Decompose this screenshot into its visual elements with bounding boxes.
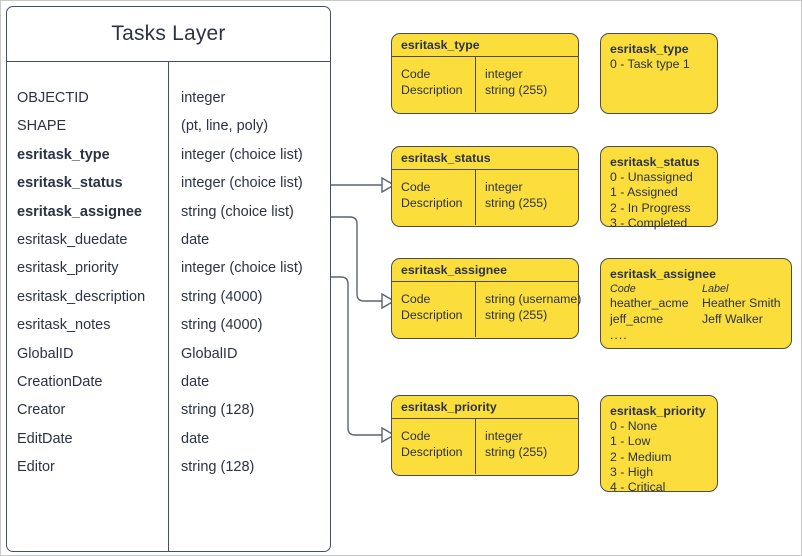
entity-field-type: date	[181, 430, 210, 447]
field-name: Code	[401, 67, 431, 81]
field-name: Description	[401, 444, 463, 459]
domain-esritask-assignee[interactable]: esritask_assignee Code Label heather_acm…	[600, 258, 792, 349]
field-type: string (255)	[485, 307, 548, 322]
table-header-esritask-priority: esritask_priority	[392, 396, 578, 419]
domain-value: 0 - Unassigned	[610, 170, 693, 184]
entity-field-name: SHAPE	[17, 118, 67, 135]
entity-field-type: string (4000)	[181, 317, 263, 334]
domain-value-label: Heather Smith	[702, 296, 781, 310]
domain-value: 0 - Task type 1	[610, 57, 690, 71]
table-esritask-priority[interactable]: esritask_priority Code Description integ…	[391, 395, 579, 476]
table-esritask-status[interactable]: esritask_status Code Description integer…	[391, 146, 579, 227]
entity-field-name: esritask_priority	[17, 260, 119, 277]
field-name: Code	[401, 292, 431, 306]
entity-field-type: string (128)	[181, 459, 255, 476]
domain-value: 1 - Assigned	[610, 185, 678, 200]
entity-field-type-column: integer (pt, line, poly) integer (choice l…	[169, 62, 330, 551]
entity-field-name: esritask_notes	[17, 317, 111, 334]
table-field-column: Code Description	[392, 57, 476, 112]
field-type: string (255)	[485, 444, 548, 459]
entity-field-name: esritask_duedate	[17, 231, 128, 248]
entity-field-name: esritask_status	[17, 175, 123, 192]
field-type: string (255)	[485, 195, 548, 210]
domain-title: esritask_assignee	[610, 267, 716, 281]
entity-field-type: integer (choice list)	[181, 260, 303, 277]
field-name: Code	[401, 429, 431, 443]
domain-more-indicator: ....	[610, 328, 628, 343]
table-columns: Code Description integer string (255)	[392, 57, 578, 112]
entity-field-name: CreationDate	[17, 373, 103, 390]
domain-title: esritask_status	[610, 155, 700, 169]
table-field-column: Code Description	[392, 419, 476, 474]
domain-value: 2 - Medium	[610, 449, 672, 464]
entity-field-name-column: OBJECTID SHAPE esritask_type esritask_statu…	[7, 62, 169, 551]
field-type: integer	[485, 180, 523, 194]
table-esritask-type[interactable]: esritask_type Code Description integer s…	[391, 33, 579, 114]
field-type: integer	[485, 429, 523, 443]
domain-esritask-type[interactable]: esritask_type 0 - Task type 1	[600, 33, 718, 114]
entity-field-type: integer	[181, 90, 226, 106]
table-type-column: integer string (255)	[476, 57, 578, 112]
field-name: Description	[401, 82, 463, 97]
domain-value-row: heather_acme Heather Smith	[610, 296, 782, 312]
table-columns: Code Description integer string (255)	[392, 170, 578, 225]
entity-field-name: esritask_description	[17, 288, 146, 305]
field-name: Description	[401, 307, 463, 322]
table-header-esritask-status: esritask_status	[392, 147, 578, 170]
table-esritask-assignee[interactable]: esritask_assignee Code Description strin…	[391, 258, 581, 339]
domain-title: esritask_priority	[610, 404, 706, 418]
entity-field-type: date	[181, 231, 210, 248]
field-name: Code	[401, 180, 431, 194]
entity-field-name: OBJECTID	[17, 90, 89, 106]
entity-field-name: Creator	[17, 402, 66, 419]
field-type: string (username)	[485, 292, 582, 306]
table-columns: Code Description integer string (255)	[392, 419, 578, 474]
domain-col-header-label: Label	[702, 283, 729, 295]
domain-column-headers: Code Label	[610, 282, 782, 296]
connector-priority	[331, 276, 382, 436]
entity-field-type: integer (choice list)	[181, 146, 303, 163]
entity-field-type: string (choice list)	[181, 203, 294, 220]
domain-title: esritask_type	[610, 42, 689, 56]
table-columns: Code Description string (username) strin…	[392, 282, 581, 337]
domain-value: 2 - In Progress	[610, 200, 691, 215]
field-name: Description	[401, 195, 463, 210]
domain-value: 4 - Critical	[610, 480, 666, 495]
entity-field-type: string (128)	[181, 402, 255, 419]
domain-value: 3 - High	[610, 464, 654, 479]
domain-value-label: Jeff Walker	[702, 311, 763, 326]
entity-field-type: GlobalID	[181, 345, 238, 362]
table-field-column: Code Description	[392, 170, 476, 225]
entity-field-name: esritask_type	[17, 146, 110, 163]
table-type-column: integer string (255)	[476, 170, 578, 225]
field-type: string (255)	[485, 82, 548, 97]
domain-esritask-priority[interactable]: esritask_priority 0 - None 1 - Low 2 - M…	[600, 395, 718, 495]
domain-esritask-status[interactable]: esritask_status 0 - Unassigned 1 - Assig…	[600, 146, 718, 230]
domain-col-header-code: Code	[610, 283, 636, 295]
table-header-esritask-type: esritask_type	[392, 34, 578, 57]
field-type: integer	[485, 67, 523, 81]
entity-field-type: string (4000)	[181, 288, 263, 305]
table-type-column: integer string (255)	[476, 419, 578, 474]
table-field-column: Code Description	[392, 282, 476, 337]
table-header-esritask-assignee: esritask_assignee	[392, 259, 578, 282]
domain-value-row: jeff_acme Jeff Walker	[610, 312, 782, 328]
entity-body: OBJECTID SHAPE esritask_type esritask_statu…	[7, 62, 330, 551]
entity-field-type: (pt, line, poly)	[181, 118, 269, 135]
entity-field-name: GlobalID	[17, 345, 74, 362]
page-title: Tasks Layer	[7, 7, 330, 62]
entity-field-name: esritask_assignee	[17, 203, 142, 220]
domain-value-code: heather_acme	[610, 296, 689, 310]
domain-value: 1 - Low	[610, 434, 651, 449]
entity-field-type: integer (choice list)	[181, 175, 303, 192]
entity-field-name: Editor	[17, 459, 55, 476]
domain-value: 3 - Completed	[610, 215, 688, 230]
table-type-column: string (username) string (255)	[476, 282, 581, 337]
entity-field-type: date	[181, 373, 210, 390]
entity-field-name: EditDate	[17, 430, 73, 447]
connector-assignee	[331, 216, 382, 302]
domain-value-code: jeff_acme	[610, 311, 664, 326]
domain-value: 0 - None	[610, 419, 658, 433]
